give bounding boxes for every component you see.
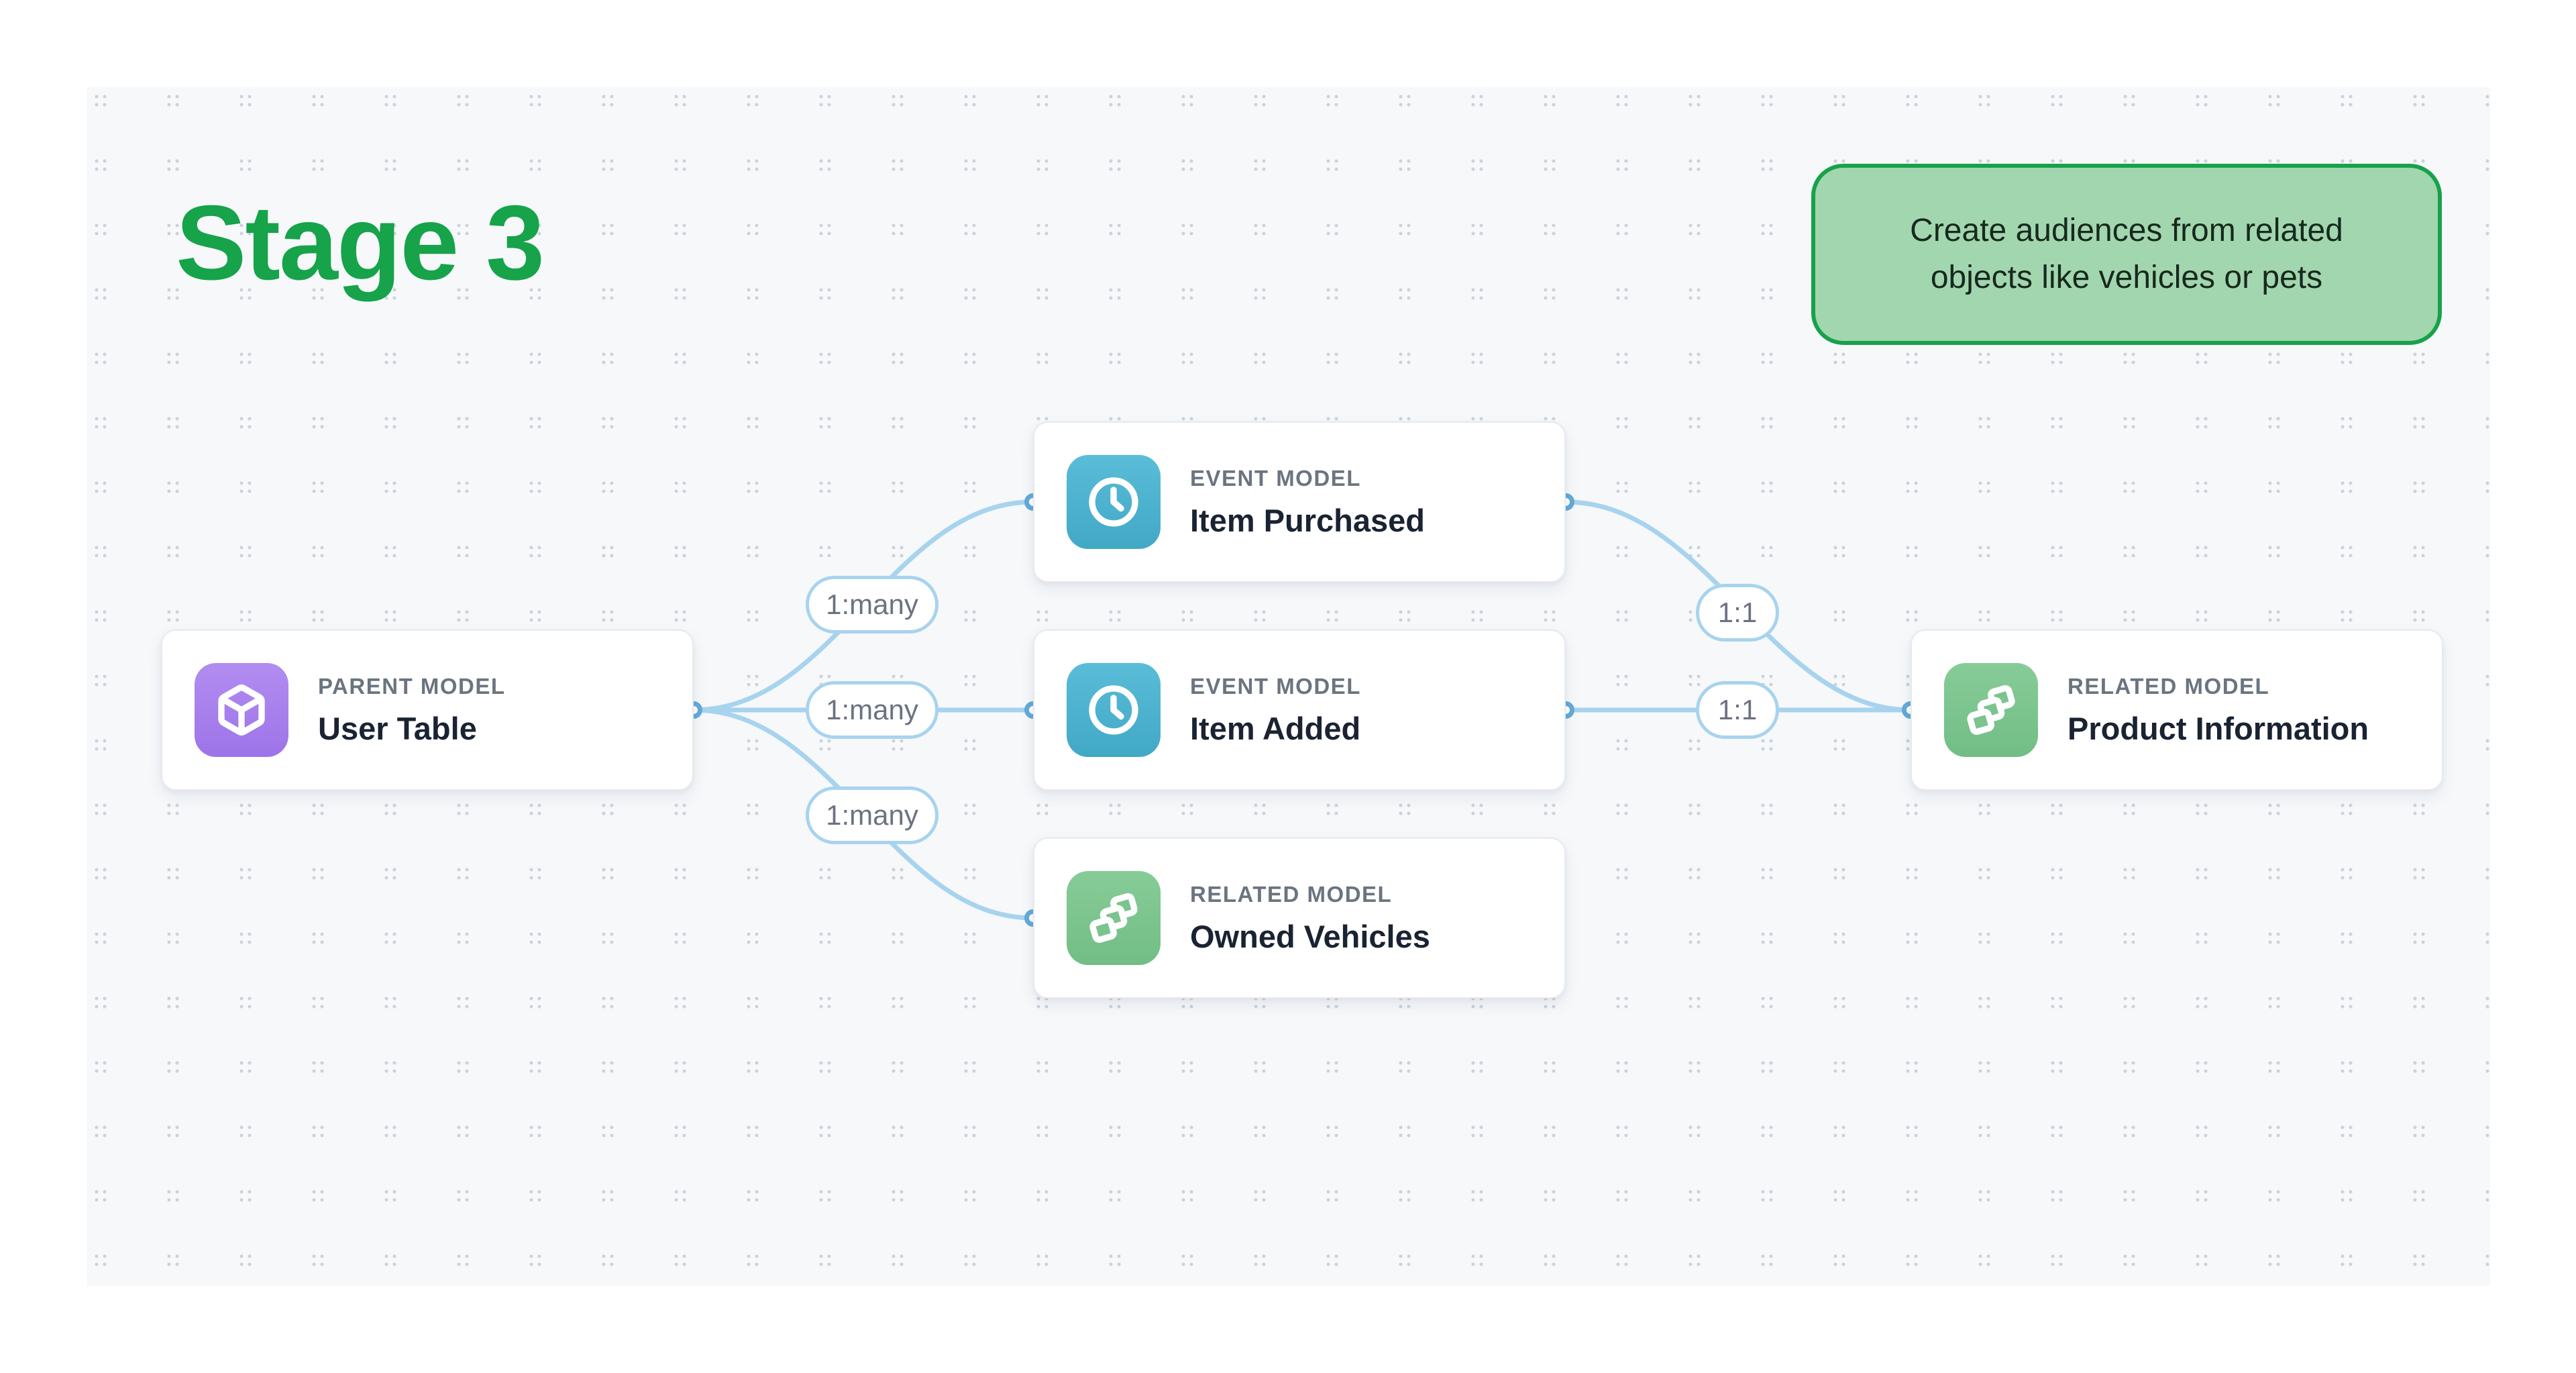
node-name: Product Information <box>2068 710 2369 746</box>
node-type-label: RELATED MODEL <box>2068 673 2270 699</box>
node-related-product-information: RELATED MODEL Product Information <box>1911 629 2443 791</box>
node-event-item-purchased: EVENT MODEL Item Purchased <box>1033 421 1566 582</box>
clock-icon <box>1067 455 1161 549</box>
node-name: Owned Vehicles <box>1190 918 1430 954</box>
node-text: RELATED MODEL Product Information <box>2068 674 2369 747</box>
node-event-item-added: EVENT MODEL Item Added <box>1033 629 1566 791</box>
stack-icon <box>1067 871 1161 965</box>
node-name: Item Added <box>1190 710 1361 746</box>
node-type-label: PARENT MODEL <box>318 673 506 699</box>
annotation-callout-text: Create audiences from related objects li… <box>1910 213 2343 295</box>
node-text: PARENT MODEL User Table <box>318 674 506 747</box>
node-name: User Table <box>318 710 477 746</box>
page-title: Stage 3 <box>176 184 545 302</box>
node-text: EVENT MODEL Item Purchased <box>1190 466 1425 539</box>
node-parent-model: PARENT MODEL User Table <box>161 629 694 791</box>
node-related-owned-vehicles: RELATED MODEL Owned Vehicles <box>1033 837 1566 999</box>
relationship-pill: 1:many <box>806 786 938 844</box>
cube-icon <box>195 663 288 757</box>
node-text: RELATED MODEL Owned Vehicles <box>1190 882 1430 955</box>
node-type-label: EVENT MODEL <box>1190 673 1361 699</box>
node-type-label: EVENT MODEL <box>1190 465 1361 491</box>
relationship-pill: 1:many <box>806 681 938 739</box>
clock-icon <box>1067 663 1161 757</box>
relationship-pill: 1:many <box>806 576 938 633</box>
relationship-pill: 1:1 <box>1696 584 1779 642</box>
node-name: Item Purchased <box>1190 502 1426 538</box>
node-type-label: RELATED MODEL <box>1190 881 1393 907</box>
stack-icon <box>1944 663 2038 757</box>
annotation-callout: Create audiences from related objects li… <box>1811 164 2442 345</box>
relationship-pill: 1:1 <box>1696 681 1779 739</box>
node-text: EVENT MODEL Item Added <box>1190 674 1361 747</box>
